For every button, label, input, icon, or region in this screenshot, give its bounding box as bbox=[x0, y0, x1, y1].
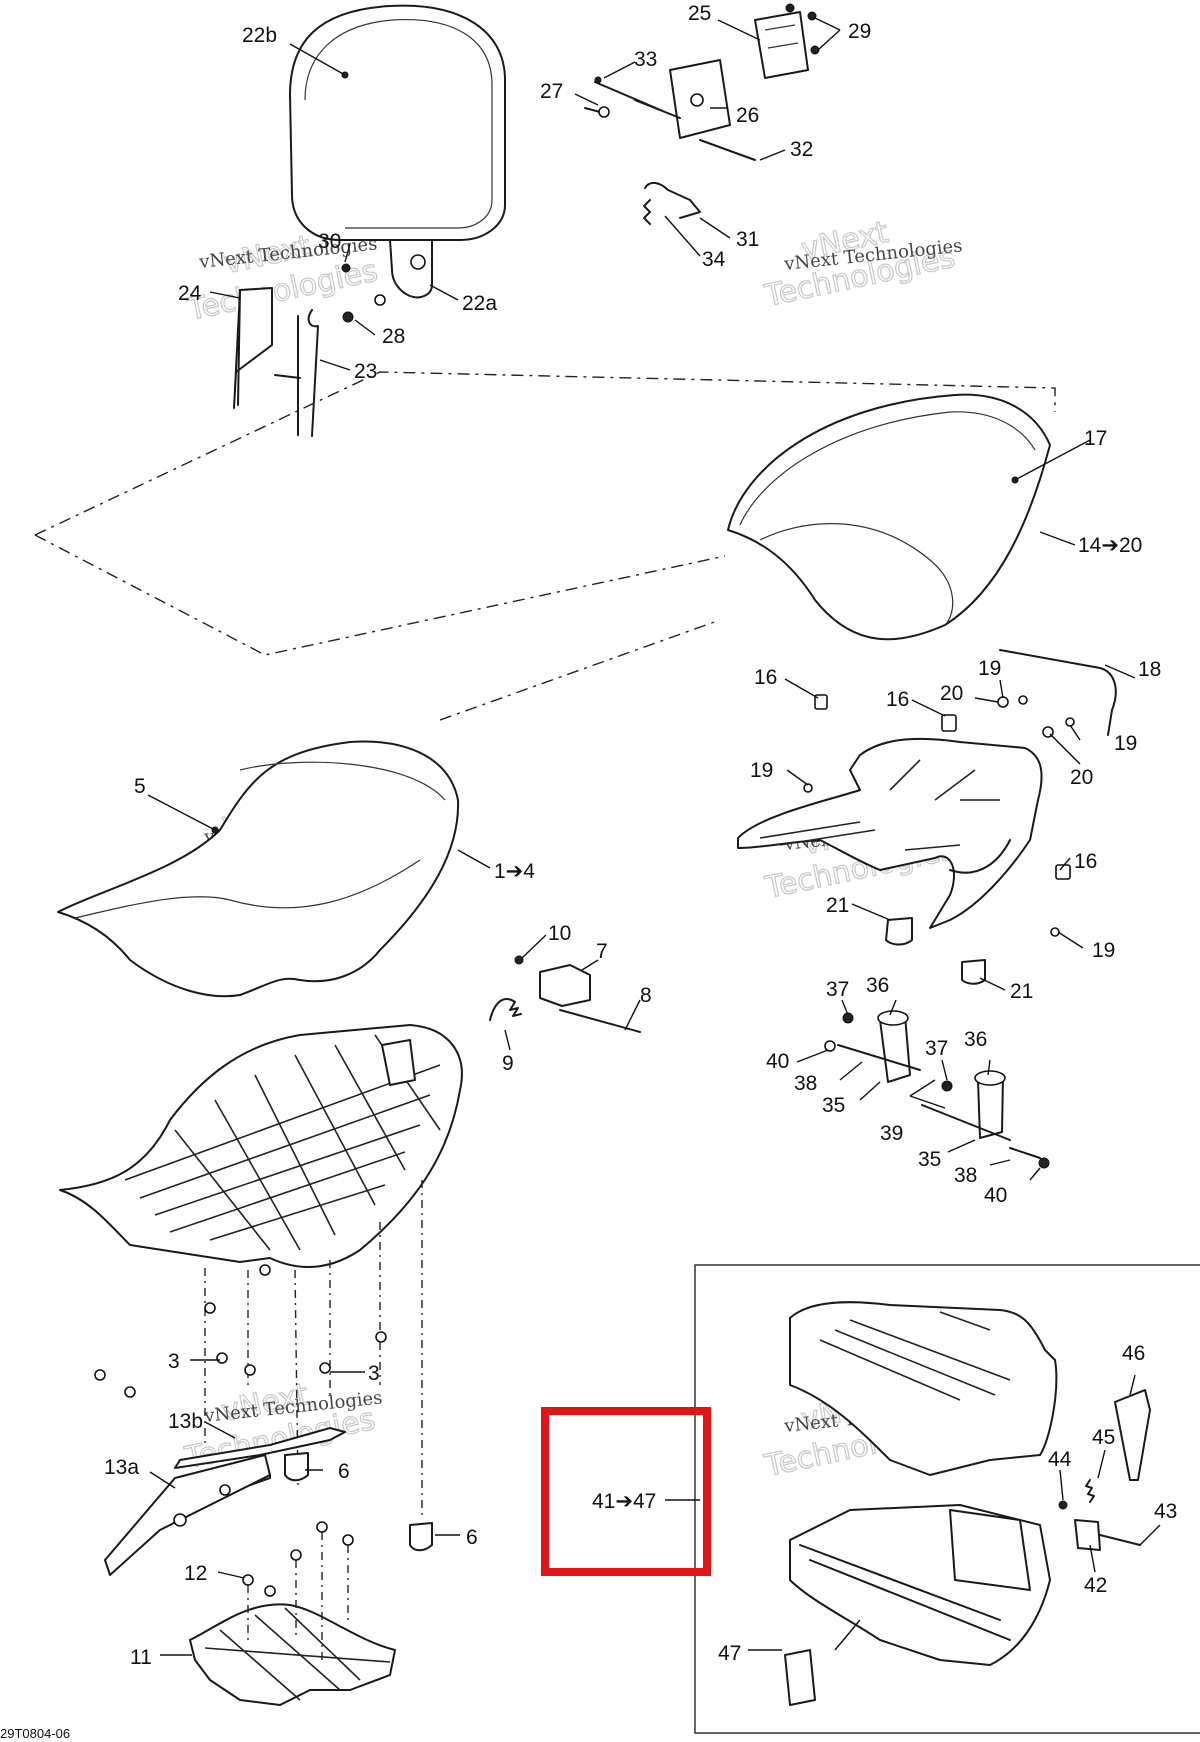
callout-25: 25 bbox=[688, 2, 711, 25]
callout-6a: 6 bbox=[338, 1460, 350, 1483]
callout-21a: 21 bbox=[826, 894, 849, 917]
callout-28: 28 bbox=[382, 325, 405, 348]
callout-26: 26 bbox=[736, 104, 759, 127]
callout-20a: 20 bbox=[940, 682, 963, 705]
latch bbox=[489, 955, 641, 1033]
callout-38a: 38 bbox=[794, 1072, 817, 1095]
callout-11: 11 bbox=[130, 1646, 152, 1669]
storage-inset-frame bbox=[694, 1264, 1200, 1734]
callout-39: 39 bbox=[880, 1122, 903, 1145]
callout-19c: 19 bbox=[750, 759, 773, 782]
callout-19b: 19 bbox=[1114, 732, 1137, 755]
callout-37a: 37 bbox=[826, 978, 849, 1001]
callout-44: 44 bbox=[1048, 1448, 1072, 1471]
callout-10: 10 bbox=[548, 922, 571, 945]
callout-22a: 22a bbox=[462, 292, 497, 315]
callout-16c: 16 bbox=[1074, 850, 1097, 873]
passenger-seat bbox=[727, 393, 1051, 641]
hinge-assembly bbox=[584, 3, 820, 225]
callout-6b: 6 bbox=[466, 1526, 478, 1549]
callout-40a: 40 bbox=[766, 1050, 789, 1073]
callout-3a: 3 bbox=[168, 1350, 180, 1373]
callout-31: 31 bbox=[736, 228, 759, 251]
callout-41-47: 41➔47 bbox=[592, 1490, 656, 1513]
assembly-lines bbox=[34, 371, 1056, 721]
leader-lines bbox=[147, 17, 1161, 1656]
callout-14-20: 14➔20 bbox=[1078, 534, 1142, 557]
callout-13b: 13b bbox=[168, 1410, 203, 1433]
callout-34: 34 bbox=[702, 248, 726, 271]
callout-38b: 38 bbox=[954, 1164, 977, 1187]
driver-seat bbox=[57, 740, 460, 998]
callout-19a: 19 bbox=[978, 657, 1001, 680]
pads-and-plate bbox=[104, 1427, 396, 1706]
callout-16a: 16 bbox=[754, 666, 777, 689]
rear-supports bbox=[824, 1010, 1050, 1169]
dash-line-upper bbox=[34, 371, 1056, 536]
callout-40b: 40 bbox=[984, 1184, 1007, 1207]
backrest-pad bbox=[289, 4, 506, 299]
driver-base bbox=[59, 1024, 463, 1552]
callout-19d: 19 bbox=[1092, 939, 1115, 962]
callout-36a: 36 bbox=[866, 974, 889, 997]
callout-16b: 16 bbox=[886, 688, 909, 711]
callout-35b: 35 bbox=[918, 1148, 941, 1171]
passenger-base bbox=[737, 649, 1117, 985]
callout-17: 17 bbox=[1084, 427, 1107, 450]
callout-23: 23 bbox=[354, 360, 377, 383]
callout-22b: 22b bbox=[242, 24, 277, 47]
callout-21b: 21 bbox=[1010, 980, 1033, 1003]
dash-line-lower bbox=[34, 534, 726, 656]
callout-30: 30 bbox=[318, 230, 341, 253]
dash-line-mid bbox=[439, 619, 721, 721]
callout-3b: 3 bbox=[368, 1362, 380, 1385]
callout-32: 32 bbox=[790, 138, 813, 161]
callout-9: 9 bbox=[502, 1052, 514, 1075]
callout-46: 46 bbox=[1122, 1342, 1145, 1365]
callout-1-4: 1➔4 bbox=[494, 860, 535, 883]
callout-12: 12 bbox=[184, 1562, 207, 1585]
backrest-brackets bbox=[233, 263, 386, 437]
callout-35a: 35 bbox=[822, 1094, 845, 1117]
storage-box bbox=[784, 1301, 1151, 1706]
callout-8: 8 bbox=[640, 984, 652, 1007]
callout-5: 5 bbox=[134, 775, 146, 798]
callout-37b: 37 bbox=[925, 1037, 948, 1060]
callout-7: 7 bbox=[596, 940, 608, 963]
callout-13a: 13a bbox=[104, 1456, 139, 1479]
callout-45: 45 bbox=[1092, 1426, 1115, 1449]
callout-42: 42 bbox=[1084, 1574, 1107, 1597]
callout-20b: 20 bbox=[1070, 766, 1093, 789]
callout-18: 18 bbox=[1138, 658, 1161, 681]
callout-27: 27 bbox=[540, 80, 563, 103]
highlight-box bbox=[541, 1407, 711, 1576]
callout-47: 47 bbox=[718, 1642, 741, 1665]
callout-29: 29 bbox=[848, 20, 871, 43]
callout-43: 43 bbox=[1154, 1500, 1177, 1523]
callout-labels: 22b 25 29 33 27 26 32 31 34 30 24 22a 28… bbox=[104, 2, 1177, 1669]
callout-33: 33 bbox=[634, 48, 657, 71]
callout-36b: 36 bbox=[964, 1028, 987, 1051]
callout-24: 24 bbox=[178, 282, 202, 305]
diagram-code: 29T0804-06 bbox=[0, 1726, 70, 1741]
